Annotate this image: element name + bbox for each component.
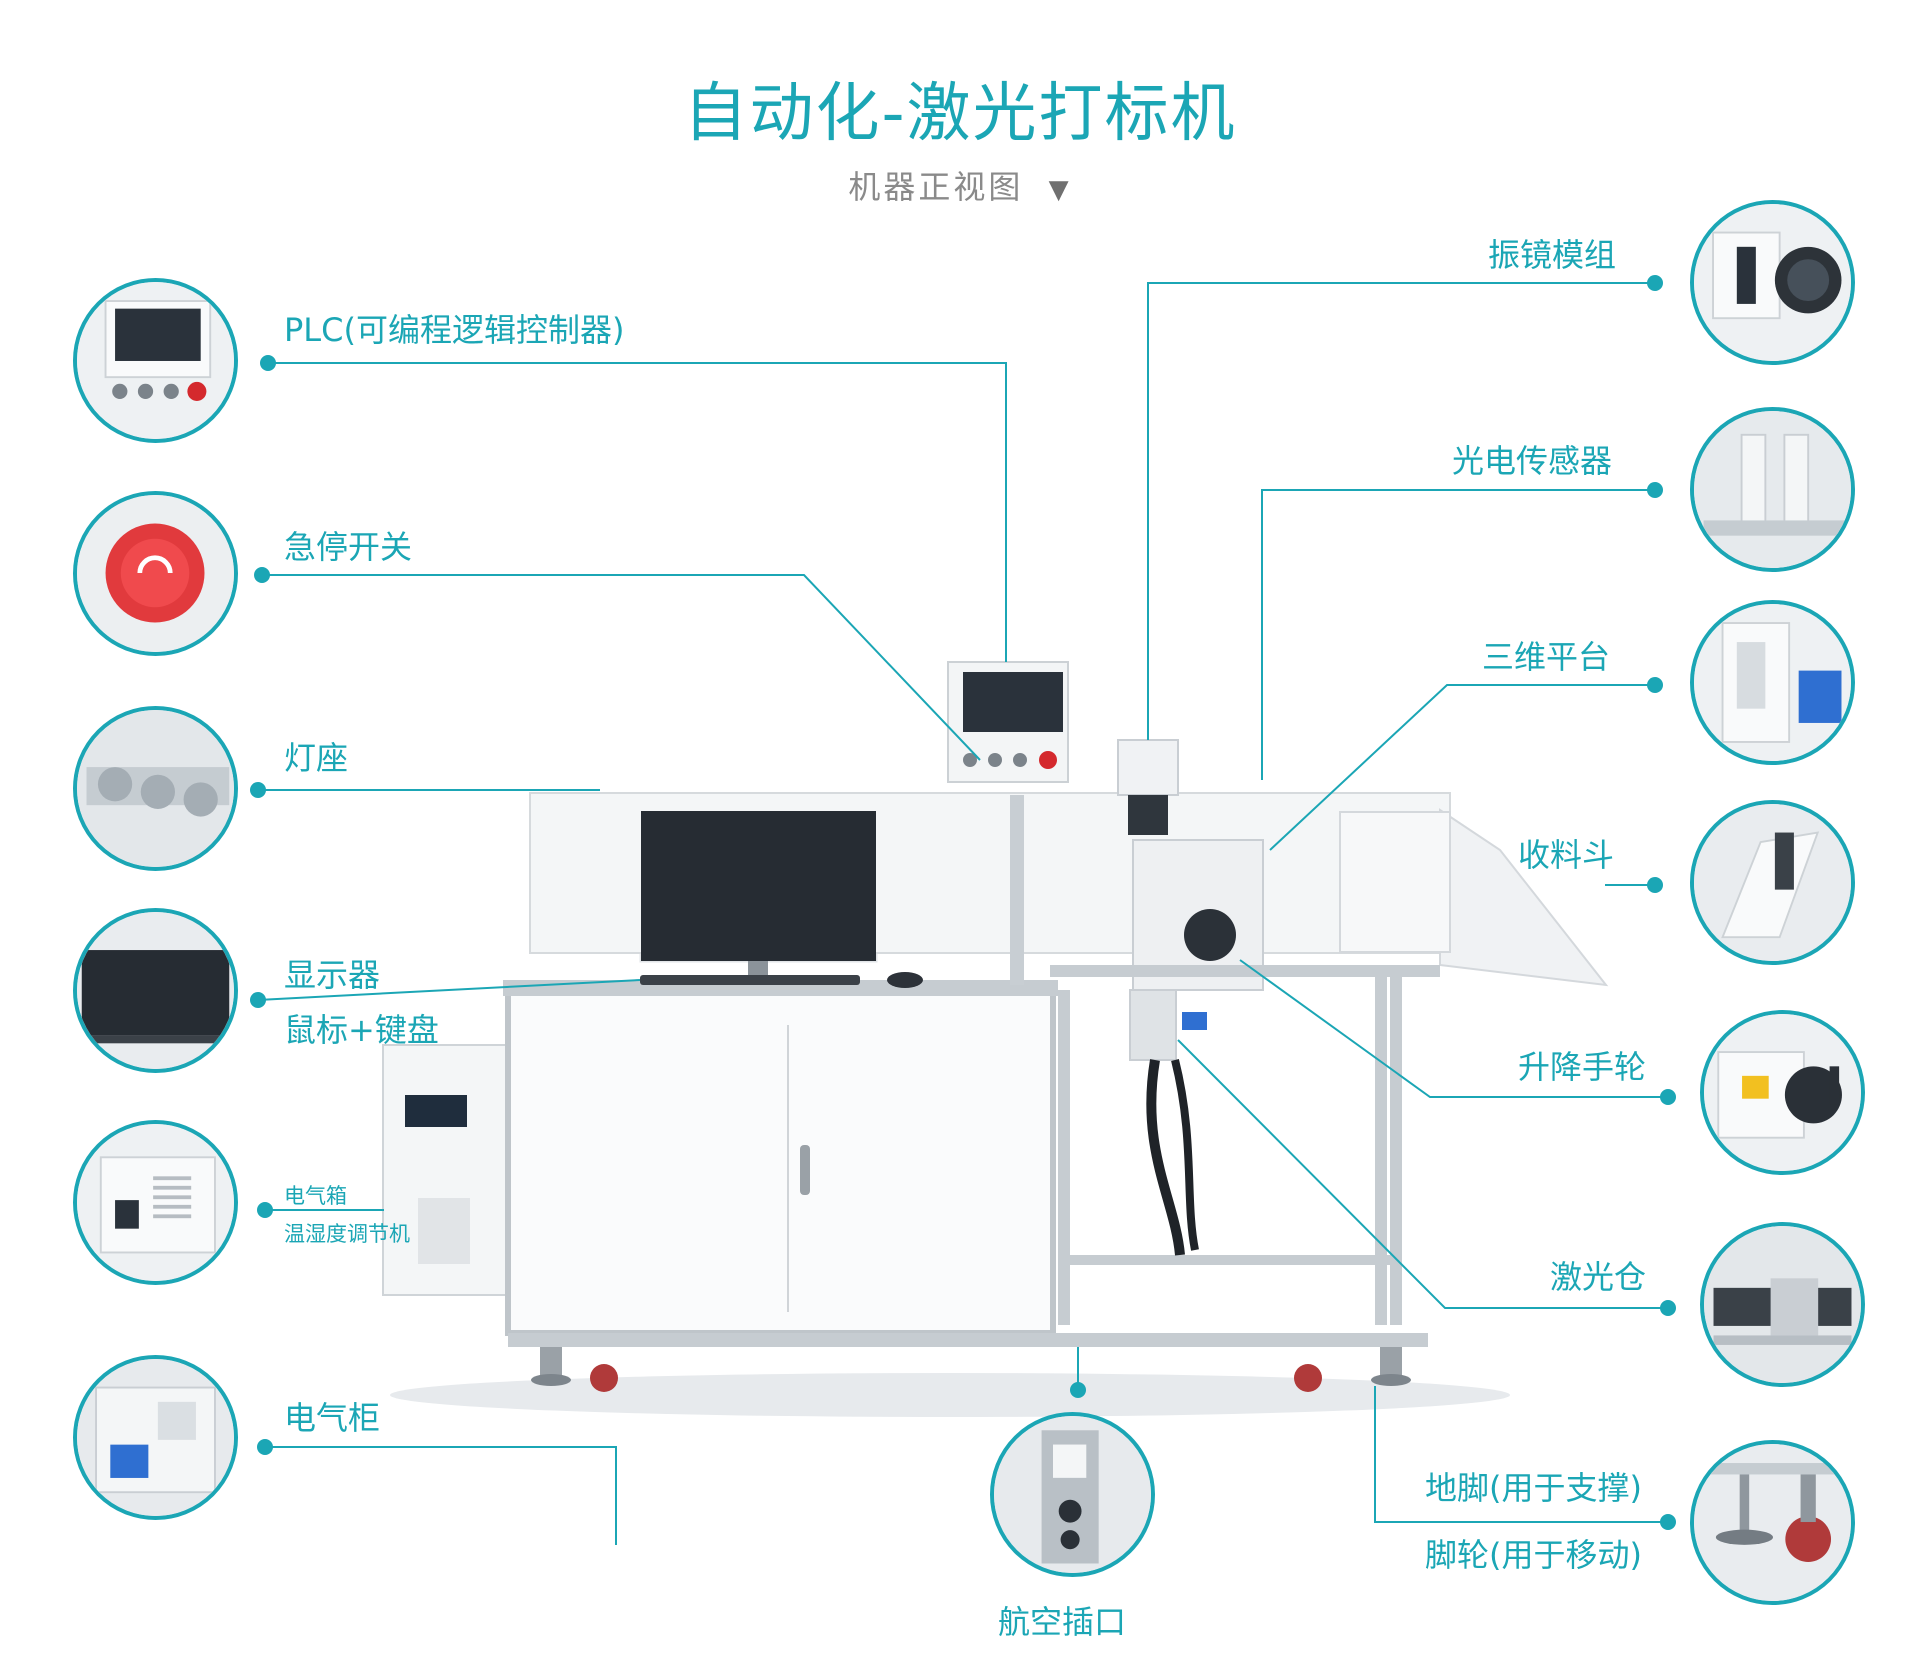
label-electrical-cabinet: 电气柜 bbox=[284, 1399, 381, 1437]
label-handwheel: 升降手轮 bbox=[1518, 1048, 1647, 1086]
label-mouse-keyboard: 鼠标+键盘 bbox=[284, 1011, 439, 1049]
label-feet: 地脚(用于支撑) bbox=[1425, 1469, 1642, 1507]
triangle-down-icon: ▼ bbox=[1048, 175, 1072, 205]
photo-sensor-thumbnail bbox=[1690, 407, 1855, 572]
galvo-thumbnail bbox=[1690, 200, 1855, 365]
laser-bay-thumbnail bbox=[1700, 1222, 1865, 1387]
display-thumbnail bbox=[73, 908, 238, 1073]
label-display: 显示器 bbox=[284, 956, 381, 994]
3d-platform-thumbnail bbox=[1690, 600, 1855, 765]
plc-thumbnail bbox=[73, 278, 238, 443]
label-plc: PLC(可编程逻辑控制器) bbox=[284, 311, 625, 349]
label-casters: 脚轮(用于移动) bbox=[1425, 1536, 1642, 1574]
label-photo-sensor: 光电传感器 bbox=[1452, 442, 1613, 480]
lamp-holder-thumbnail bbox=[73, 706, 238, 871]
label-galvo-module: 振镜模组 bbox=[1488, 236, 1617, 274]
label-laser-bay: 激光仓 bbox=[1550, 1258, 1647, 1296]
label-aviation-plug: 航空插口 bbox=[998, 1603, 1127, 1641]
handwheel-thumbnail bbox=[1700, 1010, 1865, 1175]
label-humidity-unit: 温湿度调节机 bbox=[284, 1222, 410, 1246]
feet-and-casters-thumbnail bbox=[1690, 1440, 1855, 1605]
aviation-plug-thumbnail bbox=[990, 1412, 1155, 1577]
label-3d-platform: 三维平台 bbox=[1482, 638, 1611, 676]
emergency-stop-thumbnail bbox=[73, 491, 238, 656]
label-electrical-box: 电气箱 bbox=[284, 1184, 347, 1208]
label-hopper: 收料斗 bbox=[1518, 836, 1615, 874]
page-title: 自动化-激光打标机 bbox=[683, 77, 1237, 151]
humidity-unit-thumbnail bbox=[73, 1120, 238, 1285]
hopper-thumbnail bbox=[1690, 800, 1855, 965]
electrical-cabinet-thumbnail bbox=[73, 1355, 238, 1520]
page-subtitle: 机器正视图 ▼ bbox=[0, 162, 1920, 208]
label-emergency-stop: 急停开关 bbox=[284, 528, 413, 566]
subtitle-text: 机器正视图 bbox=[848, 168, 1024, 206]
label-lamp-holder: 灯座 bbox=[284, 739, 349, 777]
